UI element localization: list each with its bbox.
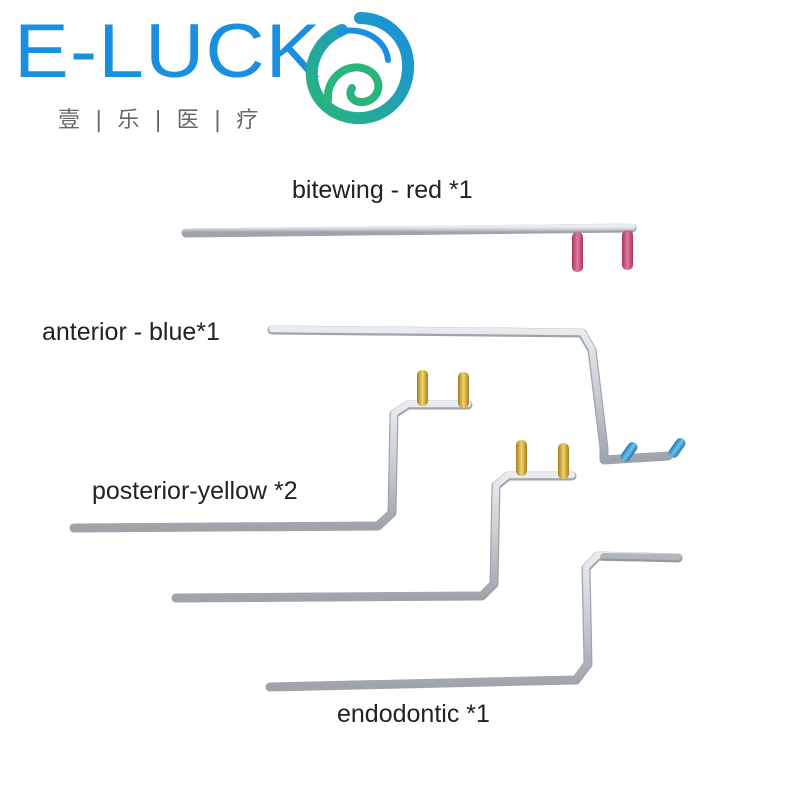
red-tip <box>572 232 583 272</box>
swirl-leaf-icon <box>305 12 415 125</box>
label-endodontic: endodontic *1 <box>337 700 490 728</box>
yellow-tip <box>417 370 428 406</box>
posterior-rod-2 <box>171 440 577 603</box>
label-posterior: posterior-yellow *2 <box>92 477 298 505</box>
blue-tip <box>620 442 638 462</box>
brand-subtitle: 壹 | 乐 | 医 | 疗 <box>58 108 263 133</box>
yellow-tip <box>516 440 527 476</box>
yellow-tip <box>458 372 469 408</box>
brand-wordmark: E-LUCK <box>14 9 322 94</box>
posterior-rod-1 <box>69 370 473 533</box>
label-bitewing: bitewing - red *1 <box>292 176 473 204</box>
yellow-tip <box>558 443 569 479</box>
blue-tip <box>668 438 686 458</box>
label-anterior: anterior - blue*1 <box>42 318 220 346</box>
bitewing-rod <box>181 223 637 272</box>
endodontic-rod <box>265 551 683 692</box>
anterior-rod <box>267 325 686 465</box>
red-tip <box>622 230 633 270</box>
